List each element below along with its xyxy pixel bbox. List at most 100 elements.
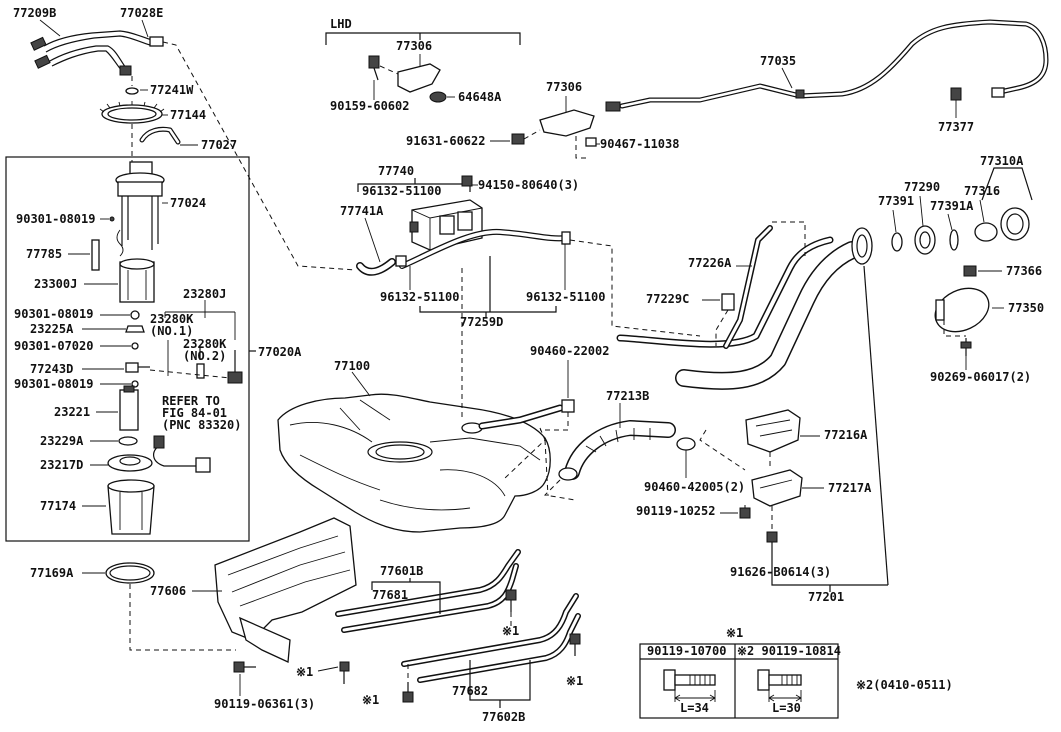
label-77290: 77290 bbox=[904, 180, 940, 194]
fuel-tank-77100 bbox=[277, 268, 564, 533]
label-77169a: 77169A bbox=[30, 566, 74, 580]
pump-module-77024 bbox=[100, 161, 168, 257]
label-77243d: 77243D bbox=[30, 362, 73, 376]
bolt-table-note: ※2(0410-0511) bbox=[856, 678, 953, 692]
label-77100: 77100 bbox=[334, 359, 370, 373]
label-96132-51100-a: 96132-51100 bbox=[362, 184, 441, 198]
bolt-table-left-part: 90119-10700 bbox=[647, 644, 726, 658]
label-77306-a: 77306 bbox=[396, 39, 432, 53]
canister-group-labels: LHD 77306 64648A 90159-60602 77306 91631… bbox=[330, 17, 679, 329]
bolt-spec-table bbox=[639, 643, 839, 719]
tank-straps-77601B bbox=[335, 549, 521, 633]
label-screw-90301-08019-c: 90301-08019 bbox=[14, 377, 93, 391]
label-lhd: LHD bbox=[330, 17, 352, 31]
label-90460-22002: 90460-22002 bbox=[530, 344, 609, 358]
label-77681: 77681 bbox=[372, 588, 408, 602]
pump-wire-harness bbox=[30, 19, 357, 271]
fuel-sender-23280 bbox=[149, 300, 243, 384]
label-23280k-no2: 23280K bbox=[183, 337, 227, 351]
label-77144: 77144 bbox=[170, 108, 206, 122]
label-90159-60602: 90159-60602 bbox=[330, 99, 409, 113]
label-77024: 77024 bbox=[170, 196, 206, 210]
label-77391a: 77391A bbox=[930, 199, 974, 213]
label-no1: (NO.1) bbox=[150, 324, 193, 338]
label-77602b: 77602B bbox=[482, 710, 525, 724]
label-77241w: 77241W bbox=[150, 83, 194, 97]
label-23225a: 23225A bbox=[30, 322, 74, 336]
label-77785: 77785 bbox=[26, 247, 62, 261]
bolt-table-labels: ※1 90119-10700 ※2 90119-10814 L=34 L=30 … bbox=[647, 626, 953, 715]
pump-internal-parts bbox=[68, 239, 155, 388]
pump-motor-and-cup bbox=[82, 385, 236, 651]
label-23221: 23221 bbox=[54, 405, 90, 419]
label-77306-b: 77306 bbox=[546, 80, 582, 94]
label-77229c: 77229C bbox=[646, 292, 689, 306]
label-77350: 77350 bbox=[1008, 301, 1044, 315]
filler-cap-parts bbox=[891, 167, 1033, 370]
label-77201: 77201 bbox=[808, 590, 844, 604]
label-no2: (NO.2) bbox=[183, 349, 226, 363]
label-77020a: 77020A bbox=[258, 345, 302, 359]
label-mark1-a: ※1 bbox=[296, 665, 313, 679]
label-mark1-d: ※1 bbox=[566, 674, 583, 688]
filler-brackets-77216A-77217A bbox=[676, 409, 824, 548]
label-77028e: 77028E bbox=[120, 6, 163, 20]
pump-top-parts bbox=[99, 76, 198, 165]
label-77682: 77682 bbox=[452, 684, 488, 698]
label-90269-06017: 90269-06017(2) bbox=[930, 370, 1031, 384]
bolt-table-right-length: L=30 bbox=[772, 701, 801, 715]
label-77213b: 77213B bbox=[606, 389, 649, 403]
lhd-bracket-group bbox=[325, 32, 600, 159]
label-77209b: 77209B bbox=[13, 6, 56, 20]
label-77601b: 77601B bbox=[380, 564, 423, 578]
label-94150-80640: 94150-80640(3) bbox=[478, 178, 579, 192]
label-23280k-no1: 23280K bbox=[150, 312, 194, 326]
label-mark1-c: ※1 bbox=[362, 693, 379, 707]
heat-shield-77606 bbox=[192, 517, 357, 696]
label-96132-51100-c: 96132-51100 bbox=[526, 290, 605, 304]
pump-group-labels: 77209B 77028E 77241W 77144 77027 77024 9… bbox=[13, 6, 302, 580]
label-77027: 77027 bbox=[201, 138, 237, 152]
fuel-filler-pipe-77201 bbox=[616, 221, 889, 592]
fill-hose-77213B bbox=[540, 360, 676, 501]
label-77606: 77606 bbox=[150, 584, 186, 598]
label-refer-pnc: (PNC 83320) bbox=[162, 418, 241, 432]
label-91626-b0614: 91626-B0614(3) bbox=[730, 565, 831, 579]
label-77377: 77377 bbox=[938, 120, 974, 134]
charcoal-canister-77740 bbox=[356, 175, 483, 276]
label-77174: 77174 bbox=[40, 499, 76, 513]
label-77310a: 77310A bbox=[980, 154, 1024, 168]
label-77226a: 77226A bbox=[688, 256, 732, 270]
label-23229a: 23229A bbox=[40, 434, 84, 448]
label-77035: 77035 bbox=[760, 54, 796, 68]
label-screw-90301-08019-b: 90301-08019 bbox=[14, 307, 93, 321]
tank-group-labels: 77100 90460-22002 77213B 77606 ※1 90119-… bbox=[150, 344, 649, 724]
label-91631-60622: 91631-60622 bbox=[406, 134, 485, 148]
label-77259d: 77259D bbox=[460, 315, 503, 329]
label-90119-10252: 90119-10252 bbox=[636, 504, 715, 518]
label-96132-51100-b: 96132-51100 bbox=[380, 290, 459, 304]
label-77741a: 77741A bbox=[340, 204, 384, 218]
label-23217d: 23217D bbox=[40, 458, 83, 472]
filler-group-labels: 77035 77377 77310A 77290 77316 77391 773… bbox=[636, 54, 1044, 604]
label-77216a: 77216A bbox=[824, 428, 868, 442]
label-90460-42005: 90460-42005(2) bbox=[644, 480, 745, 494]
label-77740: 77740 bbox=[378, 164, 414, 178]
evap-hoses-77259D bbox=[395, 228, 701, 337]
label-90467-11038: 90467-11038 bbox=[600, 137, 679, 151]
label-refer-fig: FIG 84-01 bbox=[162, 406, 227, 420]
label-23280j: 23280J bbox=[183, 287, 226, 301]
label-77391: 77391 bbox=[878, 194, 914, 208]
label-77316: 77316 bbox=[964, 184, 1000, 198]
label-refer-to: REFER TO bbox=[162, 394, 220, 408]
label-77366: 77366 bbox=[1006, 264, 1042, 278]
bolt-table-left-length: L=34 bbox=[680, 701, 709, 715]
label-64648a: 64648A bbox=[458, 90, 502, 104]
label-screw-90301-08019-a: 90301-08019 bbox=[16, 212, 95, 226]
label-90119-06361: 90119-06361(3) bbox=[214, 697, 315, 711]
fuel-pump-assembly-frame bbox=[5, 156, 256, 542]
bolt-table-right-part: ※2 90119-10814 bbox=[737, 644, 841, 658]
fuel-lid-cable-77035 bbox=[605, 19, 1049, 118]
